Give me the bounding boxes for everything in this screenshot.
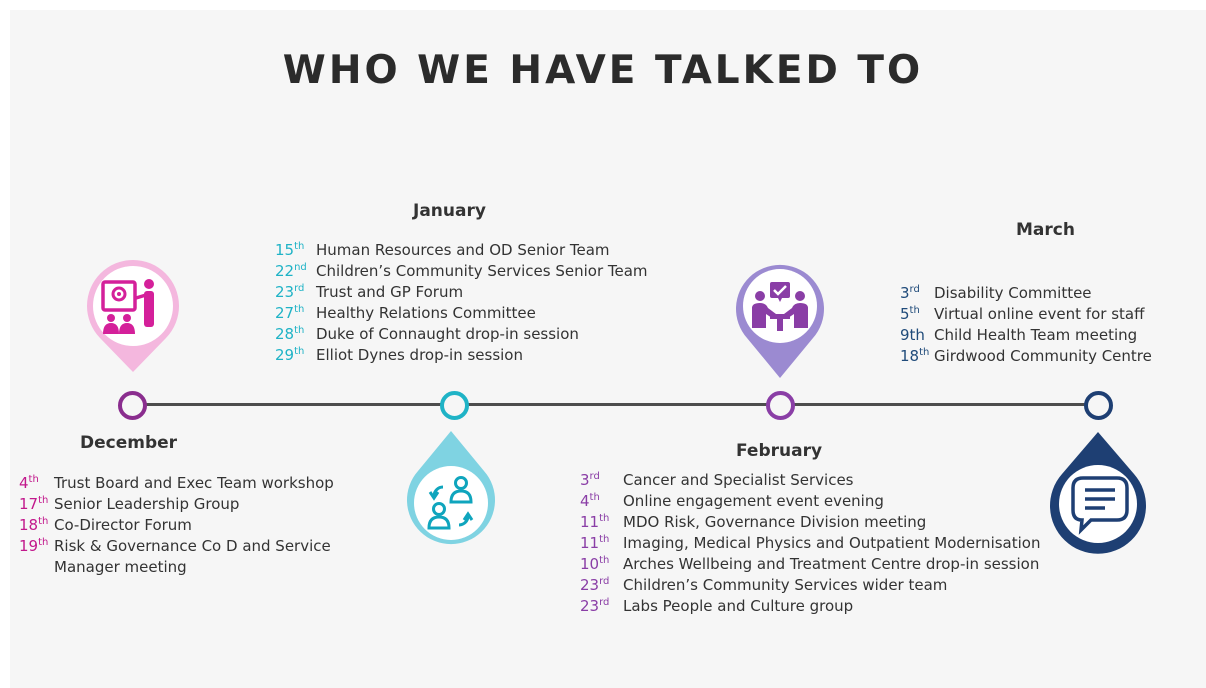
event-text: Imaging, Medical Physics and Outpatient … xyxy=(623,534,1041,552)
list-item: 28th Duke of Connaught drop-in session xyxy=(275,324,648,345)
list-item: 23rd Trust and GP Forum xyxy=(275,282,648,303)
list-item: 3rd Disability Committee xyxy=(900,283,1152,304)
february-heading: February xyxy=(736,441,823,461)
event-text: Online engagement event evening xyxy=(623,492,884,510)
event-date: 11th xyxy=(580,534,610,552)
event-text: Children’s Community Services Senior Tea… xyxy=(316,262,648,280)
presentation-icon xyxy=(101,279,154,334)
event-text: Virtual online event for staff xyxy=(934,305,1145,323)
event-date: 23rd xyxy=(580,597,610,615)
january-event-list: 15th Human Resources and OD Senior Team 2… xyxy=(275,240,648,366)
event-text: Children’s Community Services wider team xyxy=(623,576,948,594)
list-item: 29th Elliot Dynes drop-in session xyxy=(275,345,648,366)
event-text: Girdwood Community Centre xyxy=(934,347,1152,365)
event-date: 11th xyxy=(580,513,610,531)
february-event-list: 3rd Cancer and Specialist Services 4th Onl… xyxy=(580,470,1046,617)
event-text: Trust Board and Exec Team workshop xyxy=(54,474,334,492)
event-text: Child Health Team meeting xyxy=(934,326,1138,344)
event-date: 15th xyxy=(275,241,305,259)
event-text: Senior Leadership Group xyxy=(54,495,240,513)
december-heading: December xyxy=(80,433,178,453)
event-text: Human Resources and OD Senior Team xyxy=(316,241,610,259)
march-event-list: 3rd Disability Committee 5th Virtual onlin… xyxy=(900,283,1152,367)
page-title: WHO WE HAVE TALKED TO xyxy=(282,48,924,93)
event-date: 22nd xyxy=(275,262,307,280)
event-text: Duke of Connaught drop-in session xyxy=(316,325,579,343)
list-item: 5th Virtual online event for staff xyxy=(900,304,1152,325)
list-item: 9th Child Health Team meeting xyxy=(900,325,1152,346)
december-node xyxy=(118,391,147,420)
list-item: 23rd Labs People and Culture group xyxy=(580,596,1046,617)
event-date: 4th xyxy=(19,474,39,492)
list-item: 4th Online engagement event evening xyxy=(580,491,1046,512)
list-item: Manager meeting xyxy=(19,557,334,578)
event-date: 23rd xyxy=(275,283,305,301)
list-item: 27th Healthy Relations Committee xyxy=(275,303,648,324)
event-date: 4th xyxy=(580,492,600,510)
event-date: 17th xyxy=(19,495,49,513)
december-pin xyxy=(87,259,179,372)
list-item: 4th Trust Board and Exec Team workshop xyxy=(19,473,334,494)
event-text: Elliot Dynes drop-in session xyxy=(316,346,523,364)
february-pin xyxy=(736,264,824,378)
timeline-line xyxy=(135,403,1097,406)
list-item: 23rd Children’s Community Services wider … xyxy=(580,575,1046,596)
event-date: 3rd xyxy=(900,284,920,302)
chat-bubble-icon xyxy=(1071,476,1129,535)
event-date: 19th xyxy=(19,537,49,555)
event-date: 28th xyxy=(275,325,305,343)
event-text: Risk & Governance Co D and Service xyxy=(54,537,331,555)
december-event-list: 4th Trust Board and Exec Team workshop 17… xyxy=(19,473,334,578)
list-item: 10th Arches Wellbeing and Treatment Centr… xyxy=(580,554,1046,575)
event-text: Labs People and Culture group xyxy=(623,597,854,615)
event-date: 18th xyxy=(900,347,930,365)
february-node xyxy=(766,391,795,420)
list-item: 3rd Cancer and Specialist Services xyxy=(580,470,1046,491)
list-item: 11th MDO Risk, Governance Division meetin… xyxy=(580,512,1046,533)
meeting-icon xyxy=(752,282,808,331)
event-text: Arches Wellbeing and Treatment Centre dr… xyxy=(623,555,1040,573)
event-date: 23rd xyxy=(580,576,610,594)
event-date: 5th xyxy=(900,305,920,323)
event-date: 27th xyxy=(275,304,305,322)
march-heading: March xyxy=(1016,220,1075,240)
list-item: 19th Risk & Governance Co D and Service xyxy=(19,536,334,557)
event-text: Manager meeting xyxy=(54,558,187,576)
january-pin xyxy=(407,431,495,545)
event-text: Disability Committee xyxy=(934,284,1092,302)
slide-background xyxy=(10,10,1206,688)
event-date: 18th xyxy=(19,516,49,534)
list-item: 11th Imaging, Medical Physics and Outpati… xyxy=(580,533,1046,554)
list-item: 18th Co-Director Forum xyxy=(19,515,334,536)
list-item: 22nd Children’s Community Services Senior… xyxy=(275,261,648,282)
event-text: Cancer and Specialist Services xyxy=(623,471,854,489)
list-item: 17th Senior Leadership Group xyxy=(19,494,334,515)
event-text: MDO Risk, Governance Division meeting xyxy=(623,513,927,531)
january-node xyxy=(440,391,469,420)
list-item: 15th Human Resources and OD Senior Team xyxy=(275,240,648,261)
event-date: 10th xyxy=(580,555,610,573)
event-date: 29th xyxy=(275,346,305,364)
event-text: Healthy Relations Committee xyxy=(316,304,536,322)
march-node xyxy=(1084,391,1113,420)
event-text: Trust and GP Forum xyxy=(316,283,464,301)
event-text: Co-Director Forum xyxy=(54,516,192,534)
people-exchange-icon xyxy=(427,476,474,530)
event-date: 9th xyxy=(900,326,925,344)
march-pin xyxy=(1050,432,1146,554)
event-date: 3rd xyxy=(580,471,600,489)
january-heading: January xyxy=(413,201,486,221)
